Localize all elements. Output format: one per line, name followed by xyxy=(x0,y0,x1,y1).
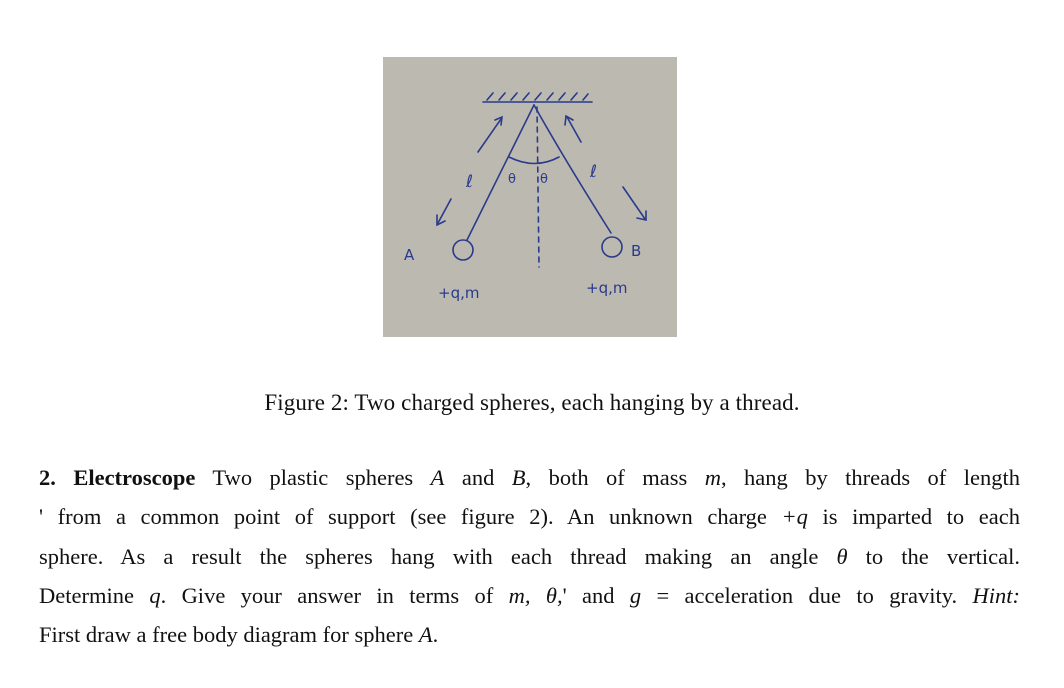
label-a: A xyxy=(404,246,415,264)
ceiling-hatch xyxy=(486,92,589,101)
math-vars-m-theta: m, θ, xyxy=(508,582,563,608)
math-var-a: A xyxy=(418,622,433,648)
arrow-left-up xyxy=(477,118,502,153)
sphere-b xyxy=(601,236,623,258)
angle-arc xyxy=(508,156,560,165)
label-charge-mass-b: +q,m xyxy=(586,279,627,297)
arrow-right-up xyxy=(566,116,582,143)
problem-line-5: First draw a free body diagram for spher… xyxy=(39,622,439,648)
label-theta-right: θ xyxy=(540,172,548,187)
math-var-q: +q xyxy=(781,504,808,530)
arrow-right-down xyxy=(622,186,646,220)
label-theta-left: θ xyxy=(508,172,516,187)
label-b: B xyxy=(631,242,641,260)
label-charge-mass-a: +q,m xyxy=(438,284,479,302)
label-length-left: ℓ xyxy=(465,172,473,192)
vertical-reference xyxy=(536,106,540,268)
math-var-a: A xyxy=(430,465,445,490)
math-var-g: g xyxy=(629,582,642,608)
thread-right xyxy=(533,104,612,234)
hint-label: Hint: xyxy=(972,582,1021,608)
problem-line-3: sphere. As a result the spheres hang wit… xyxy=(39,543,1020,569)
math-var-b: B xyxy=(511,465,526,490)
figure-caption: Figure 2: Two charged spheres, each hang… xyxy=(264,390,800,415)
problem-heading: 2. Electroscope xyxy=(39,465,196,490)
problem-line-4: Determine q. Give your answer in terms o… xyxy=(39,582,1021,608)
problem-statement: 2. Electroscope Two plastic spheres A an… xyxy=(39,458,1020,654)
pendulum-diagram: A B +q,m +q,m ℓ ℓ θ θ xyxy=(404,92,647,302)
sphere-a xyxy=(452,239,474,261)
thread-left xyxy=(466,104,535,241)
figure-photo-two-charged-spheres: A B +q,m +q,m ℓ ℓ θ θ xyxy=(383,57,677,337)
arrow-left-down xyxy=(437,198,452,224)
math-var-theta: θ xyxy=(836,543,848,569)
problem-line-1: 2. Electroscope Two plastic spheres A an… xyxy=(39,465,1020,490)
math-var-q: q xyxy=(149,582,161,608)
math-var-m: m xyxy=(704,465,721,490)
label-length-right: ℓ xyxy=(589,162,597,182)
problem-line-2: ' from a common point of support (see fi… xyxy=(39,504,1020,530)
